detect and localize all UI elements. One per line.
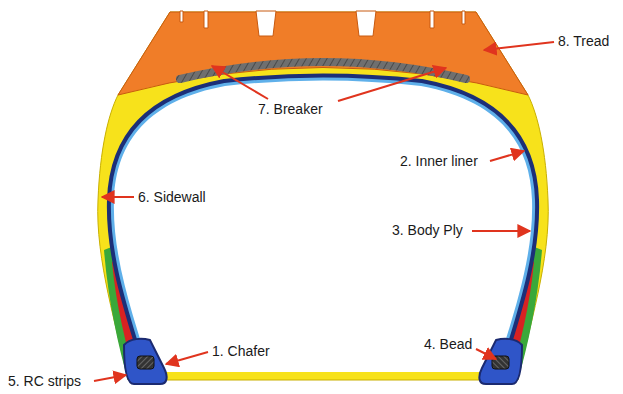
leader-arrows — [94, 42, 554, 381]
part-label: 1. Chafer — [212, 343, 270, 360]
part-label: 2. Inner liner — [400, 153, 478, 170]
bead-area — [124, 339, 167, 384]
part-label: 8. Tread — [558, 33, 609, 50]
part-label: 6. Sidewall — [138, 189, 206, 206]
inner-liner — [114, 81, 532, 373]
part-label: 3. Body Ply — [392, 222, 463, 239]
tread-grooves — [180, 11, 465, 36]
part-label: 4. Bead — [424, 336, 472, 353]
part-label: 7. Breaker — [258, 101, 323, 118]
part-label: 5. RC strips — [8, 373, 81, 390]
sidewall — [98, 12, 549, 380]
body-ply — [114, 81, 532, 373]
tire-cavity — [114, 81, 532, 373]
